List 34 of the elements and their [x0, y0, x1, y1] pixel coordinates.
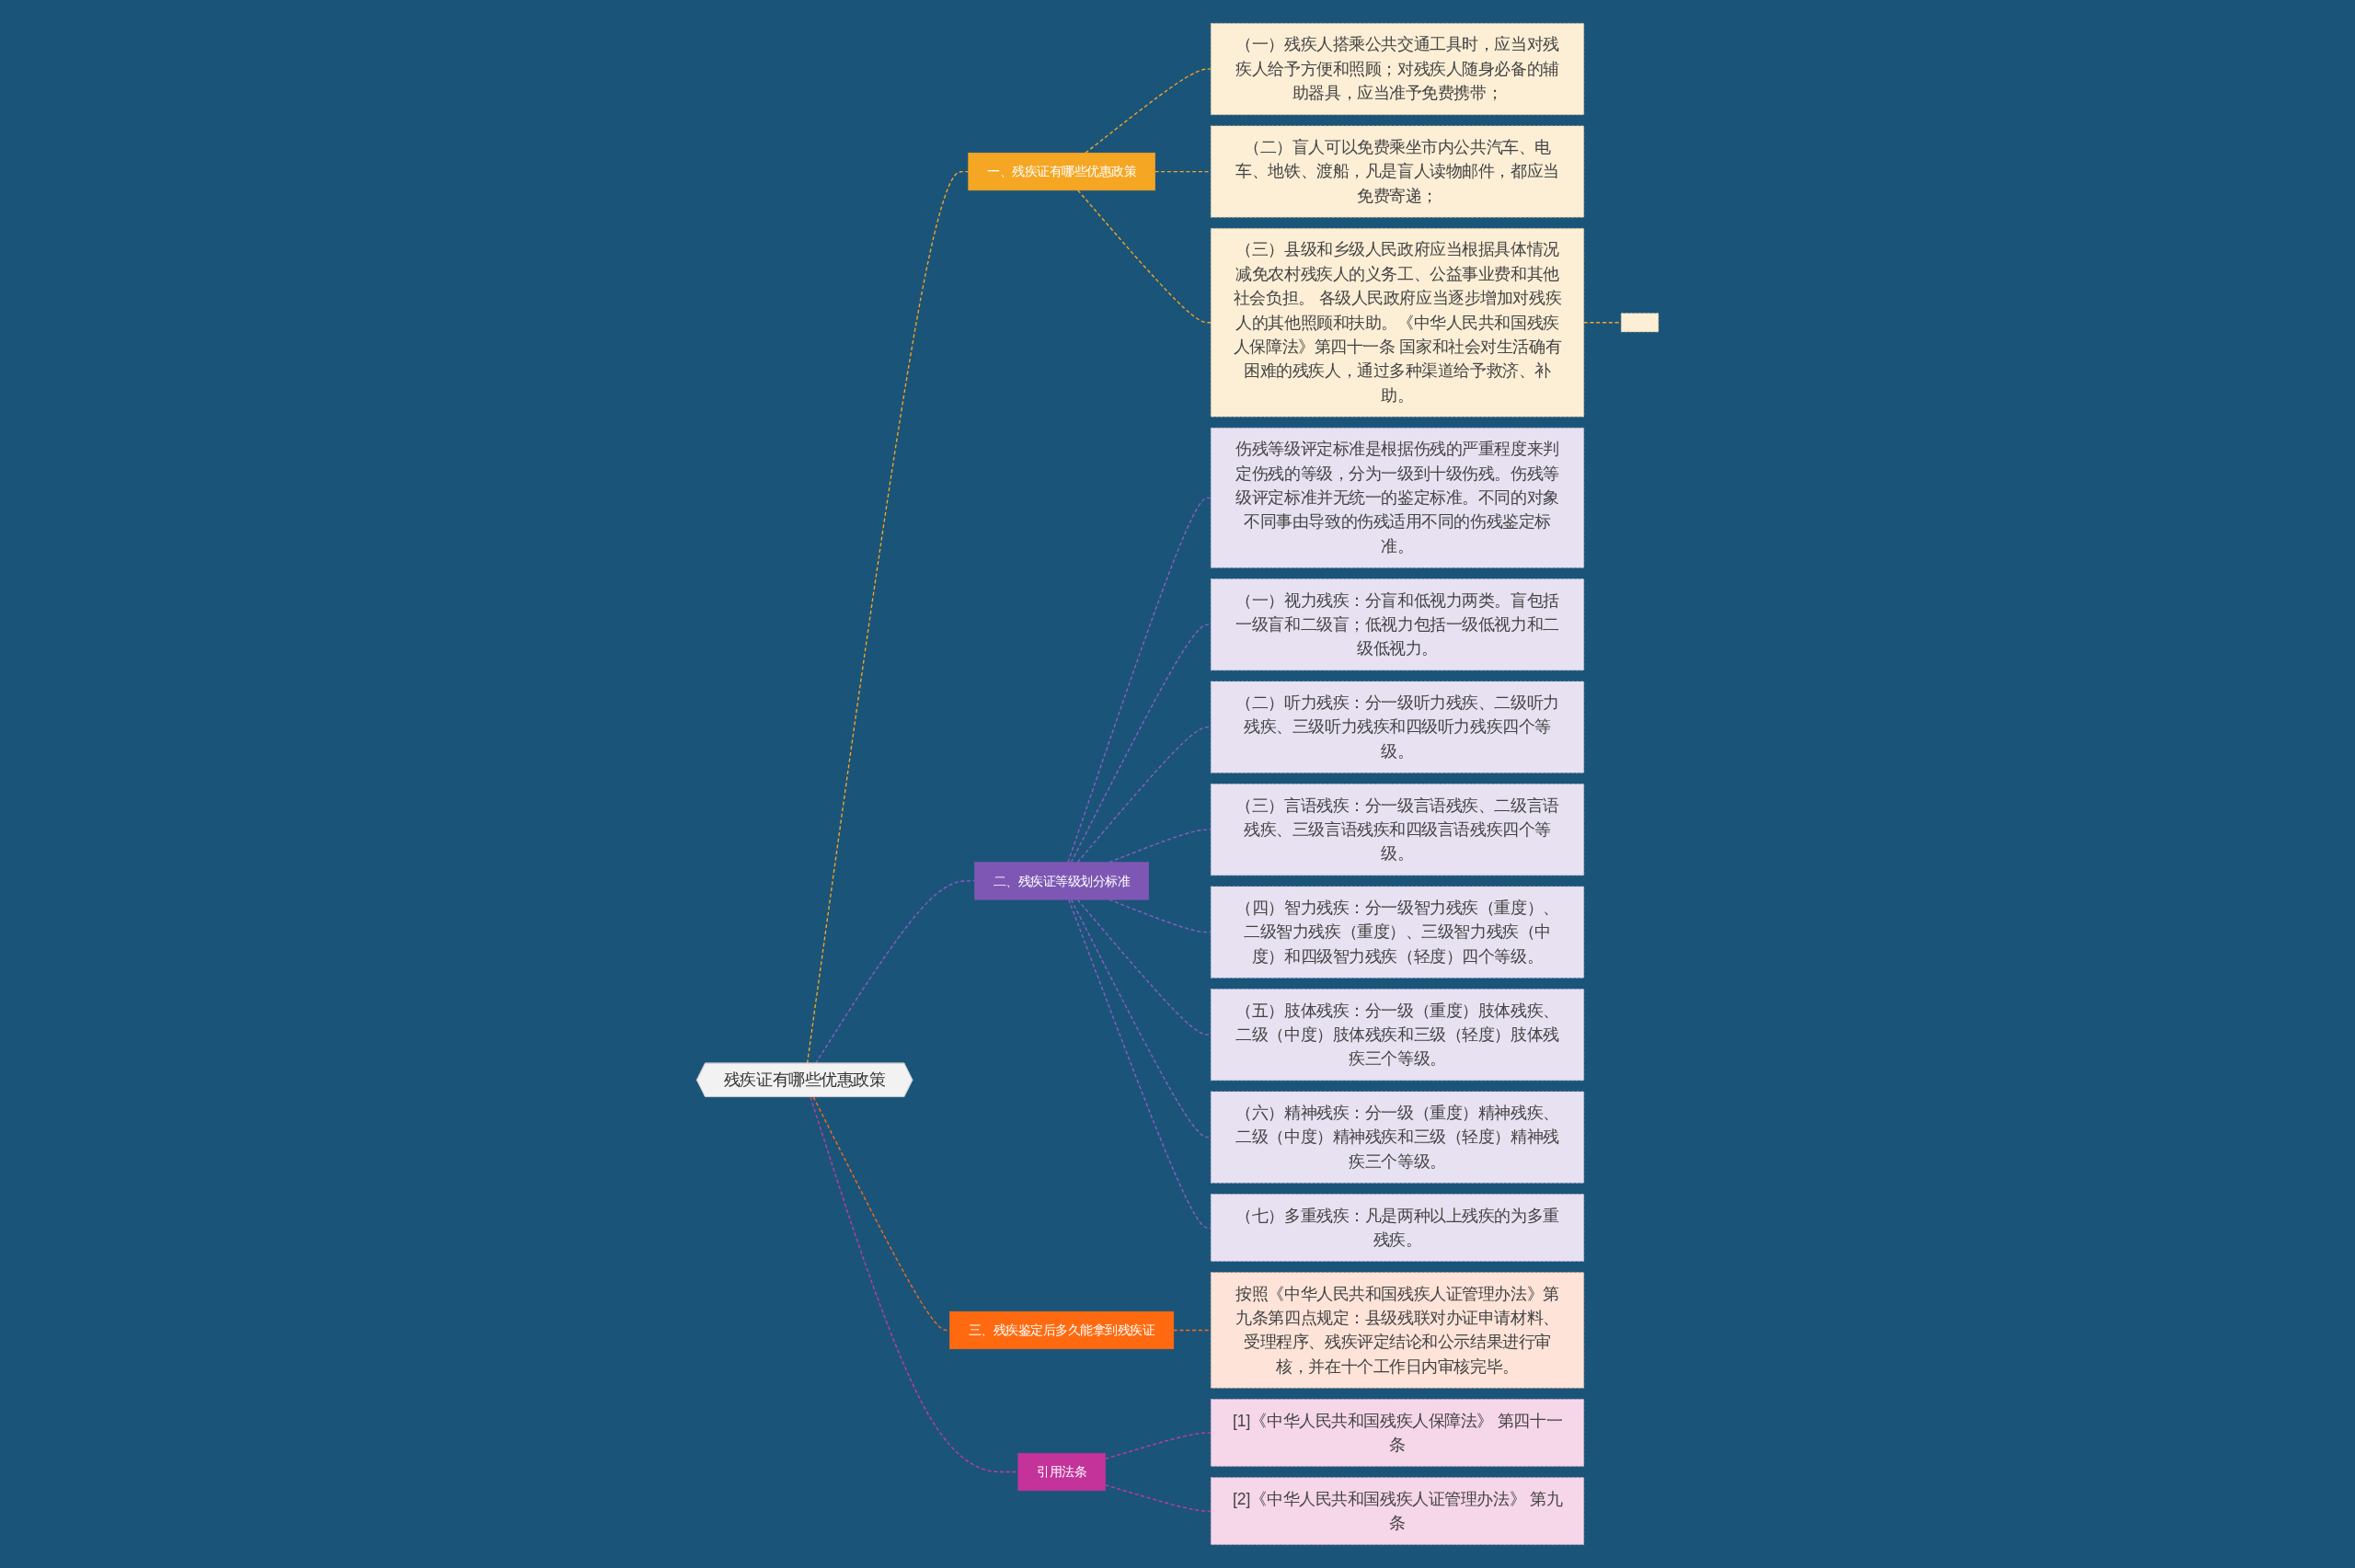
node-box: 按照《中华人民共和国残疾人证管理办法》第九条第四点规定：县级残联对办证申请材料、受理程序、残疾评定结论和公示结果进行审核，并在十个工作日内审核完毕。	[1210, 1272, 1584, 1389]
connector	[1104, 1484, 1212, 1512]
node-box: 三、残疾鉴定后多久能拿到残疾证	[949, 1310, 1174, 1350]
node-box: （三）县级和乡级人民政府应当根据具体情况减免农村残疾人的义务工、公益事业费和其他社会负担。 各级人民政府应当逐步增加对残疾人的其他照顾和扶助。《中华人民共和国残疾人保障法》第四十一条 国家和社会对生活确有困难的残疾人，通过多种渠道给予救济、补助。	[1210, 228, 1584, 418]
connector	[1070, 898, 1212, 1139]
node-box: （一）残疾人搭乘公共交通工具时，应当对残疾人给予方便和照顾；对残疾人随身必备的辅助器具，应当准予免费携带；	[1210, 23, 1584, 116]
node-box: 二、残疾证等级划分标准	[974, 862, 1149, 900]
connector	[1076, 727, 1212, 864]
connector	[1067, 898, 1212, 1229]
connector	[1104, 1432, 1212, 1459]
connector	[1070, 624, 1212, 864]
node-box: 引用法条	[1017, 1452, 1106, 1492]
connector	[1085, 68, 1212, 154]
node-box: （五）肢体残疾：分一级（重度）肢体残疾、二级（中度）肢体残疾和三级（轻度）肢体残疾三个等级。	[1210, 989, 1584, 1082]
node-box: 伤残等级评定标准是根据伤残的严重程度来判定伤残的等级，分为一级到十级伤残。伤残等级评定标准并无统一的鉴定标准。不同的对象不同事由导致的伤残适用不同的伤残鉴定标准。	[1210, 427, 1584, 568]
connector	[1582, 322, 1622, 324]
node-box: （二）盲人可以免费乘坐市内公共汽车、电车、地铁、渡船，凡是盲人读物邮件，都应当免费寄递；	[1210, 125, 1584, 218]
connector	[1076, 189, 1212, 324]
node-box	[1620, 313, 1660, 333]
node-box: [2]《中华人民共和国残疾人证管理办法》 第九条	[1210, 1477, 1584, 1545]
node-box: （七）多重残疾：凡是两种以上残疾的为多重残疾。	[1210, 1194, 1584, 1262]
node-box: 一、残疾证有哪些优惠政策	[968, 152, 1155, 191]
node-box: （二）听力残疾：分一级听力残疾、二级听力残疾、三级听力残疾和四级听力残疾四个等级。	[1210, 681, 1584, 773]
connector	[814, 880, 976, 1065]
node-box: （四）智力残疾：分一级智力残疾（重度）、二级智力残疾（重度）、三级智力残疾（中度）和四级智力残疾（轻度）四个等级。	[1210, 886, 1584, 979]
connector	[806, 170, 970, 1065]
node-box: （六）精神残疾：分一级（重度）精神残疾、二级（中度）精神残疾和三级（轻度）精神残疾三个等级。	[1210, 1091, 1584, 1184]
node-box: （三）言语残疾：分一级言语残疾、二级言语残疾、三级言语残疾和四级言语残疾四个等级。	[1210, 784, 1584, 876]
connector	[1172, 1329, 1212, 1332]
connector	[1154, 170, 1212, 173]
node-box: （一）视力残疾：分盲和低视力两类。盲包括一级盲和二级盲；低视力包括一级低视力和二级低视力。	[1210, 578, 1584, 671]
node-box: [1]《中华人民共和国残疾人保障法》 第四十一条	[1210, 1399, 1584, 1467]
connector	[1067, 497, 1212, 864]
connector	[1076, 898, 1212, 1036]
